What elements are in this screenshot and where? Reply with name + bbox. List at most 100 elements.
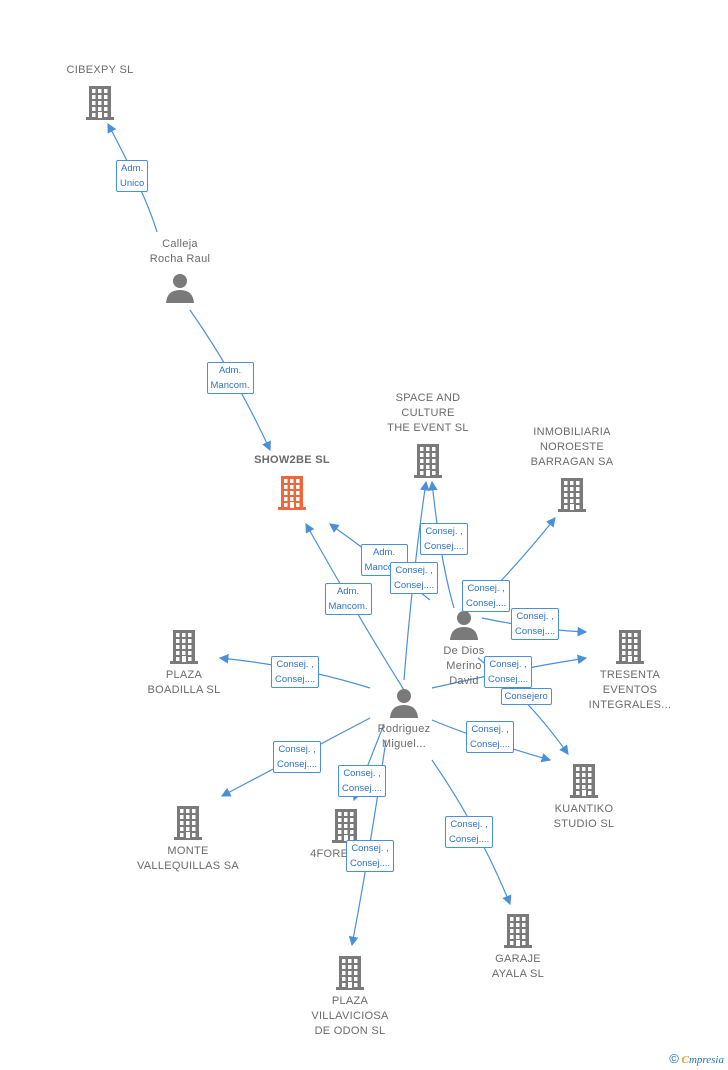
node-label-line: INTEGRALES... bbox=[588, 699, 672, 711]
node-label-line: SHOW2BE SL bbox=[254, 454, 330, 466]
edge-role-badge[interactable]: Consej. , Consej.... bbox=[420, 523, 469, 555]
node-label: TRESENTA EVENTOS INTEGRALES... bbox=[550, 668, 710, 713]
building-icon bbox=[276, 474, 308, 515]
node-label: SPACE AND CULTURE THE EVENT SL bbox=[348, 391, 508, 436]
building-icon bbox=[334, 954, 366, 995]
node-label-line: PLAZA bbox=[331, 995, 369, 1007]
edge-role-text: Consej.... bbox=[424, 541, 465, 552]
building-icon bbox=[556, 476, 588, 517]
edge-role-badge[interactable]: Consej. , Consej.... bbox=[273, 741, 322, 773]
edge-role-text: Adm. bbox=[218, 365, 242, 376]
copyright-icon: © bbox=[669, 1051, 679, 1066]
edge-role-text: Mancom. bbox=[328, 601, 368, 612]
edge-role-badge[interactable]: Adm. Unico bbox=[116, 160, 149, 192]
edge-role-text: Consej. , bbox=[425, 526, 463, 537]
node-label-line: TRESENTA bbox=[599, 669, 661, 681]
edge-role-badge[interactable]: Consej. , Consej.... bbox=[466, 721, 515, 753]
node-label-line: MONTE bbox=[167, 845, 209, 857]
node-label-line: BARRAGAN SA bbox=[530, 456, 614, 468]
node-label-line: VALLEQUILLAS SA bbox=[136, 860, 240, 872]
edge-role-badge[interactable]: Consej. , Consej.... bbox=[445, 816, 494, 848]
edge-role-text: Consej.... bbox=[466, 598, 507, 609]
edge-role-text: Consej.... bbox=[515, 626, 556, 637]
node-label-line: EVENTOS bbox=[602, 684, 658, 696]
edge-role-text: Consej. , bbox=[516, 611, 554, 622]
node-label-line: CULTURE bbox=[401, 407, 455, 419]
edge-role-text: Consej. , bbox=[351, 843, 389, 854]
node-label: CIBEXPY SL bbox=[20, 63, 180, 78]
edge-role-text: Consej.... bbox=[449, 834, 490, 845]
edge-role-badge[interactable]: Consej. , Consej.... bbox=[338, 765, 387, 797]
node-label: PLAZA BOADILLA SL bbox=[104, 668, 264, 698]
edge-role-text: Consej. , bbox=[343, 768, 381, 779]
building-icon bbox=[502, 912, 534, 953]
node-label-line: THE EVENT SL bbox=[387, 422, 469, 434]
building-icon bbox=[568, 762, 600, 803]
edge-role-badge[interactable]: Consej. , Consej.... bbox=[484, 656, 533, 688]
node-label-line: PLAZA bbox=[165, 669, 203, 681]
node-label: MONTE VALLEQUILLAS SA bbox=[108, 844, 268, 874]
edge-role-badge[interactable]: Adm. Mancom. bbox=[206, 362, 254, 394]
edge-role-badge[interactable]: Consej. , Consej.... bbox=[511, 608, 560, 640]
edge-role-text: Adm. bbox=[121, 163, 144, 174]
edge-role-text: Consej. , bbox=[276, 659, 314, 670]
node-label: SHOW2BE SL bbox=[212, 453, 372, 468]
edge-role-badge[interactable]: Consej. ,Consej.... bbox=[271, 656, 320, 688]
edge-role-text: Mancom. bbox=[364, 562, 404, 573]
node-label-line: Miguel... bbox=[381, 738, 427, 750]
edge-role-badge[interactable]: Consejero bbox=[500, 687, 552, 705]
edge-role-badge[interactable]: Consej. , Consej.... bbox=[462, 580, 511, 612]
node-label-line: STUDIO SL bbox=[553, 818, 615, 830]
node-label-line: Rocha Raul bbox=[149, 253, 211, 265]
node-label-line: De Dios bbox=[443, 645, 485, 657]
edge-role-badge[interactable]: Consej. , Consej.... bbox=[346, 840, 395, 872]
node-label-line: INMOBILIARIA bbox=[533, 426, 611, 438]
edge-role-text: Consej. , bbox=[395, 565, 433, 576]
brand-name: mpresia bbox=[688, 1054, 724, 1066]
edge-role-text: Consej.... bbox=[488, 674, 529, 685]
edge-role-text: Consejero bbox=[504, 690, 548, 702]
person-icon bbox=[165, 273, 195, 308]
edge-role-text: Consej.... bbox=[394, 580, 435, 591]
edge-role-text: Consej. , bbox=[471, 724, 509, 735]
edge-role-text: Mancom. bbox=[210, 380, 250, 391]
person-icon bbox=[389, 688, 419, 723]
node-label-line: GARAJE bbox=[495, 953, 541, 965]
edge-role-text: Consej.... bbox=[470, 739, 511, 750]
edge-role-badge[interactable]: Consej. , Consej.... bbox=[390, 562, 439, 594]
edge-role-text: Consej.... bbox=[277, 759, 318, 770]
building-icon bbox=[168, 628, 200, 669]
edge-role-text: Unico bbox=[120, 178, 145, 189]
edge-role-text: Consej. , bbox=[450, 819, 488, 830]
brand-initial: C bbox=[681, 1054, 689, 1066]
edge-role-text: Consej. , bbox=[489, 659, 527, 670]
node-label-line: KUANTIKO bbox=[554, 803, 614, 815]
node-label-line: David bbox=[449, 675, 479, 687]
building-icon bbox=[172, 804, 204, 845]
node-label-line: SPACE AND bbox=[395, 392, 461, 404]
edge-role-text: Consej. , bbox=[467, 583, 505, 594]
node-label-line: DE ODON SL bbox=[314, 1025, 386, 1037]
node-label-line: CIBEXPY SL bbox=[66, 64, 134, 76]
edge-role-badge[interactable]: Adm. Mancom. bbox=[324, 583, 372, 615]
building-icon bbox=[614, 628, 646, 669]
edge-role-text: Consej.... bbox=[342, 783, 383, 794]
node-label-line: Merino bbox=[446, 660, 482, 672]
node-label-line: BOADILLA SL bbox=[147, 684, 221, 696]
edge-role-text: Adm. bbox=[372, 547, 396, 558]
node-label-line: Calleja bbox=[162, 238, 198, 250]
node-label-line: Rodriguez bbox=[377, 723, 431, 735]
edge-role-text: Consej.... bbox=[350, 858, 391, 869]
edge-role-text: Consej. , bbox=[278, 744, 316, 755]
edge-role-text: Adm. bbox=[336, 586, 360, 597]
person-icon bbox=[449, 610, 479, 645]
building-icon bbox=[412, 442, 444, 483]
